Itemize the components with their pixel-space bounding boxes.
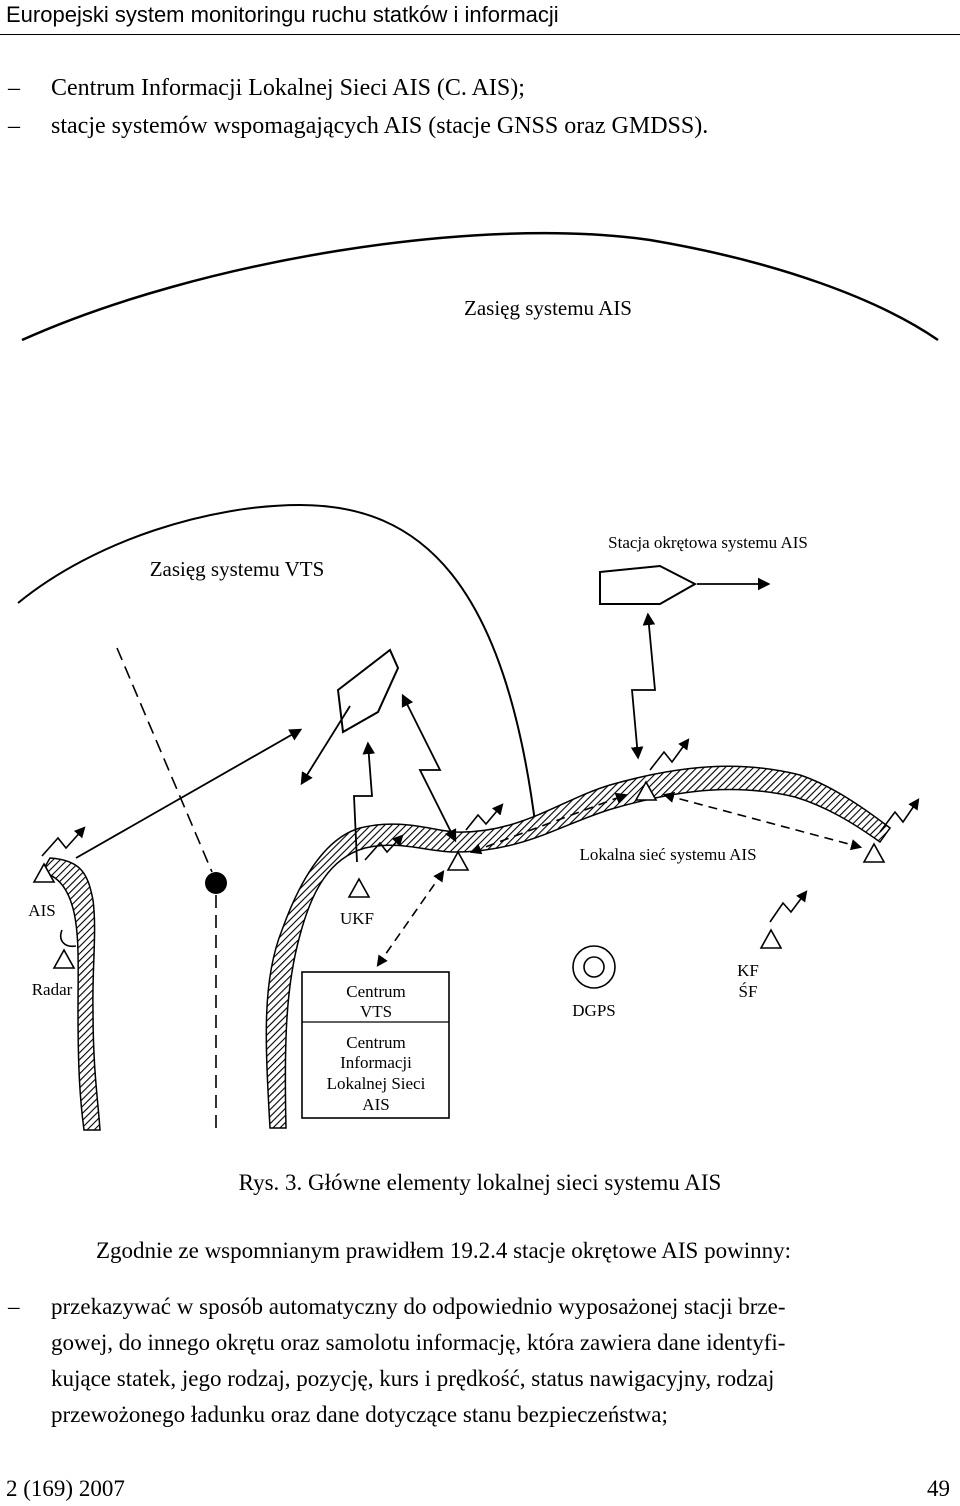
radio-signal-icon: [879, 798, 920, 833]
list-item-text: stacje systemów wspomagających AIS (stac…: [51, 113, 709, 139]
sf-label: ŚF: [739, 982, 758, 1001]
radar-point: [205, 872, 227, 894]
radio-signal-icon: [649, 738, 690, 771]
info-center-label: AIS: [362, 1095, 389, 1114]
link-arrow: [300, 705, 351, 786]
radio-signal-icon: [769, 890, 808, 923]
ais-station-triangle: [32, 862, 56, 883]
list-item-line: przekazywać w sposób automatyczny do odp…: [51, 1294, 786, 1319]
zigzag-link: [401, 693, 457, 843]
dashed-link: [469, 792, 628, 855]
ukf-station-triangle: [347, 877, 371, 898]
vts-range-label: Zasięg systemu VTS: [150, 557, 325, 581]
dash-marker: –: [8, 113, 20, 139]
base-station-triangle: [634, 780, 658, 801]
vts-center-label: Centrum: [346, 982, 406, 1001]
header-title: Europejski system monitoringu ruchu stat…: [6, 2, 559, 27]
radar-label: Radar: [32, 980, 73, 999]
dashed-link: [662, 791, 863, 851]
info-center-label: Informacji: [340, 1053, 412, 1072]
base-station-triangle: [446, 850, 470, 871]
ship-vessel-icon: [336, 648, 400, 734]
zigzag-link: [353, 741, 376, 863]
paragraph: Zgodnie ze wspomnianym prawidłem 19.2.4 …: [96, 1238, 791, 1263]
dash-marker: –: [8, 75, 20, 101]
ais-range-arc: [21, 231, 939, 342]
radar-dish-icon: [60, 929, 77, 948]
ukf-label: UKF: [340, 909, 374, 928]
dgps-label: DGPS: [572, 1001, 615, 1020]
ship-vessel-icon: [599, 564, 698, 605]
footer-issue: 2 (169) 2007: [6, 1476, 125, 1501]
page-number: 49: [927, 1476, 950, 1501]
vts-center-label: VTS: [360, 1002, 392, 1021]
ais-network-figure: Zasięg systemu AIS Zasięg systemu VTS St…: [17, 231, 939, 1131]
vts-center-box: [301, 971, 450, 1119]
vts-range-arc: [17, 503, 537, 831]
dashed-link: [376, 870, 445, 967]
base-station-triangle: [862, 842, 886, 863]
list-item-line: gowej, do innego okrętu oraz samolotu in…: [51, 1330, 786, 1355]
radio-signal-icon: [364, 834, 404, 861]
list-item-line: przewożonego ładunku oraz dane dotyczące…: [51, 1402, 668, 1427]
ais-range-label: Zasięg systemu AIS: [464, 296, 632, 320]
ship-station-label: Stacja okrętowa systemu AIS: [608, 533, 808, 552]
figure-caption: Rys. 3. Główne elementy lokalnej sieci s…: [238, 1170, 722, 1195]
radar-dashed-line: [116, 647, 213, 873]
list-item-line: kujące statek, jego rodzaj, pozycję, kur…: [51, 1366, 775, 1391]
radio-signal-icon: [41, 826, 86, 857]
ais-label: AIS: [28, 901, 55, 920]
running-header: Europejski system monitoringu ruchu stat…: [0, 0, 960, 35]
radar-station-triangle: [52, 948, 76, 969]
info-center-label: Lokalnej Sieci: [327, 1074, 426, 1093]
link-arrow: [75, 728, 303, 859]
radio-signal-icon: [465, 803, 504, 831]
kf-label: KF: [737, 961, 759, 980]
coastline-left: [40, 857, 101, 1131]
local-network-label: Lokalna sieć systemu AIS: [579, 845, 756, 864]
list-item-text: Centrum Informacji Lokalnej Sieci AIS (C…: [51, 75, 525, 101]
kf-sf-station-triangle: [759, 928, 783, 949]
info-center-label: Centrum: [346, 1033, 406, 1052]
dash-marker: –: [8, 1294, 20, 1319]
zigzag-link: [630, 612, 656, 760]
